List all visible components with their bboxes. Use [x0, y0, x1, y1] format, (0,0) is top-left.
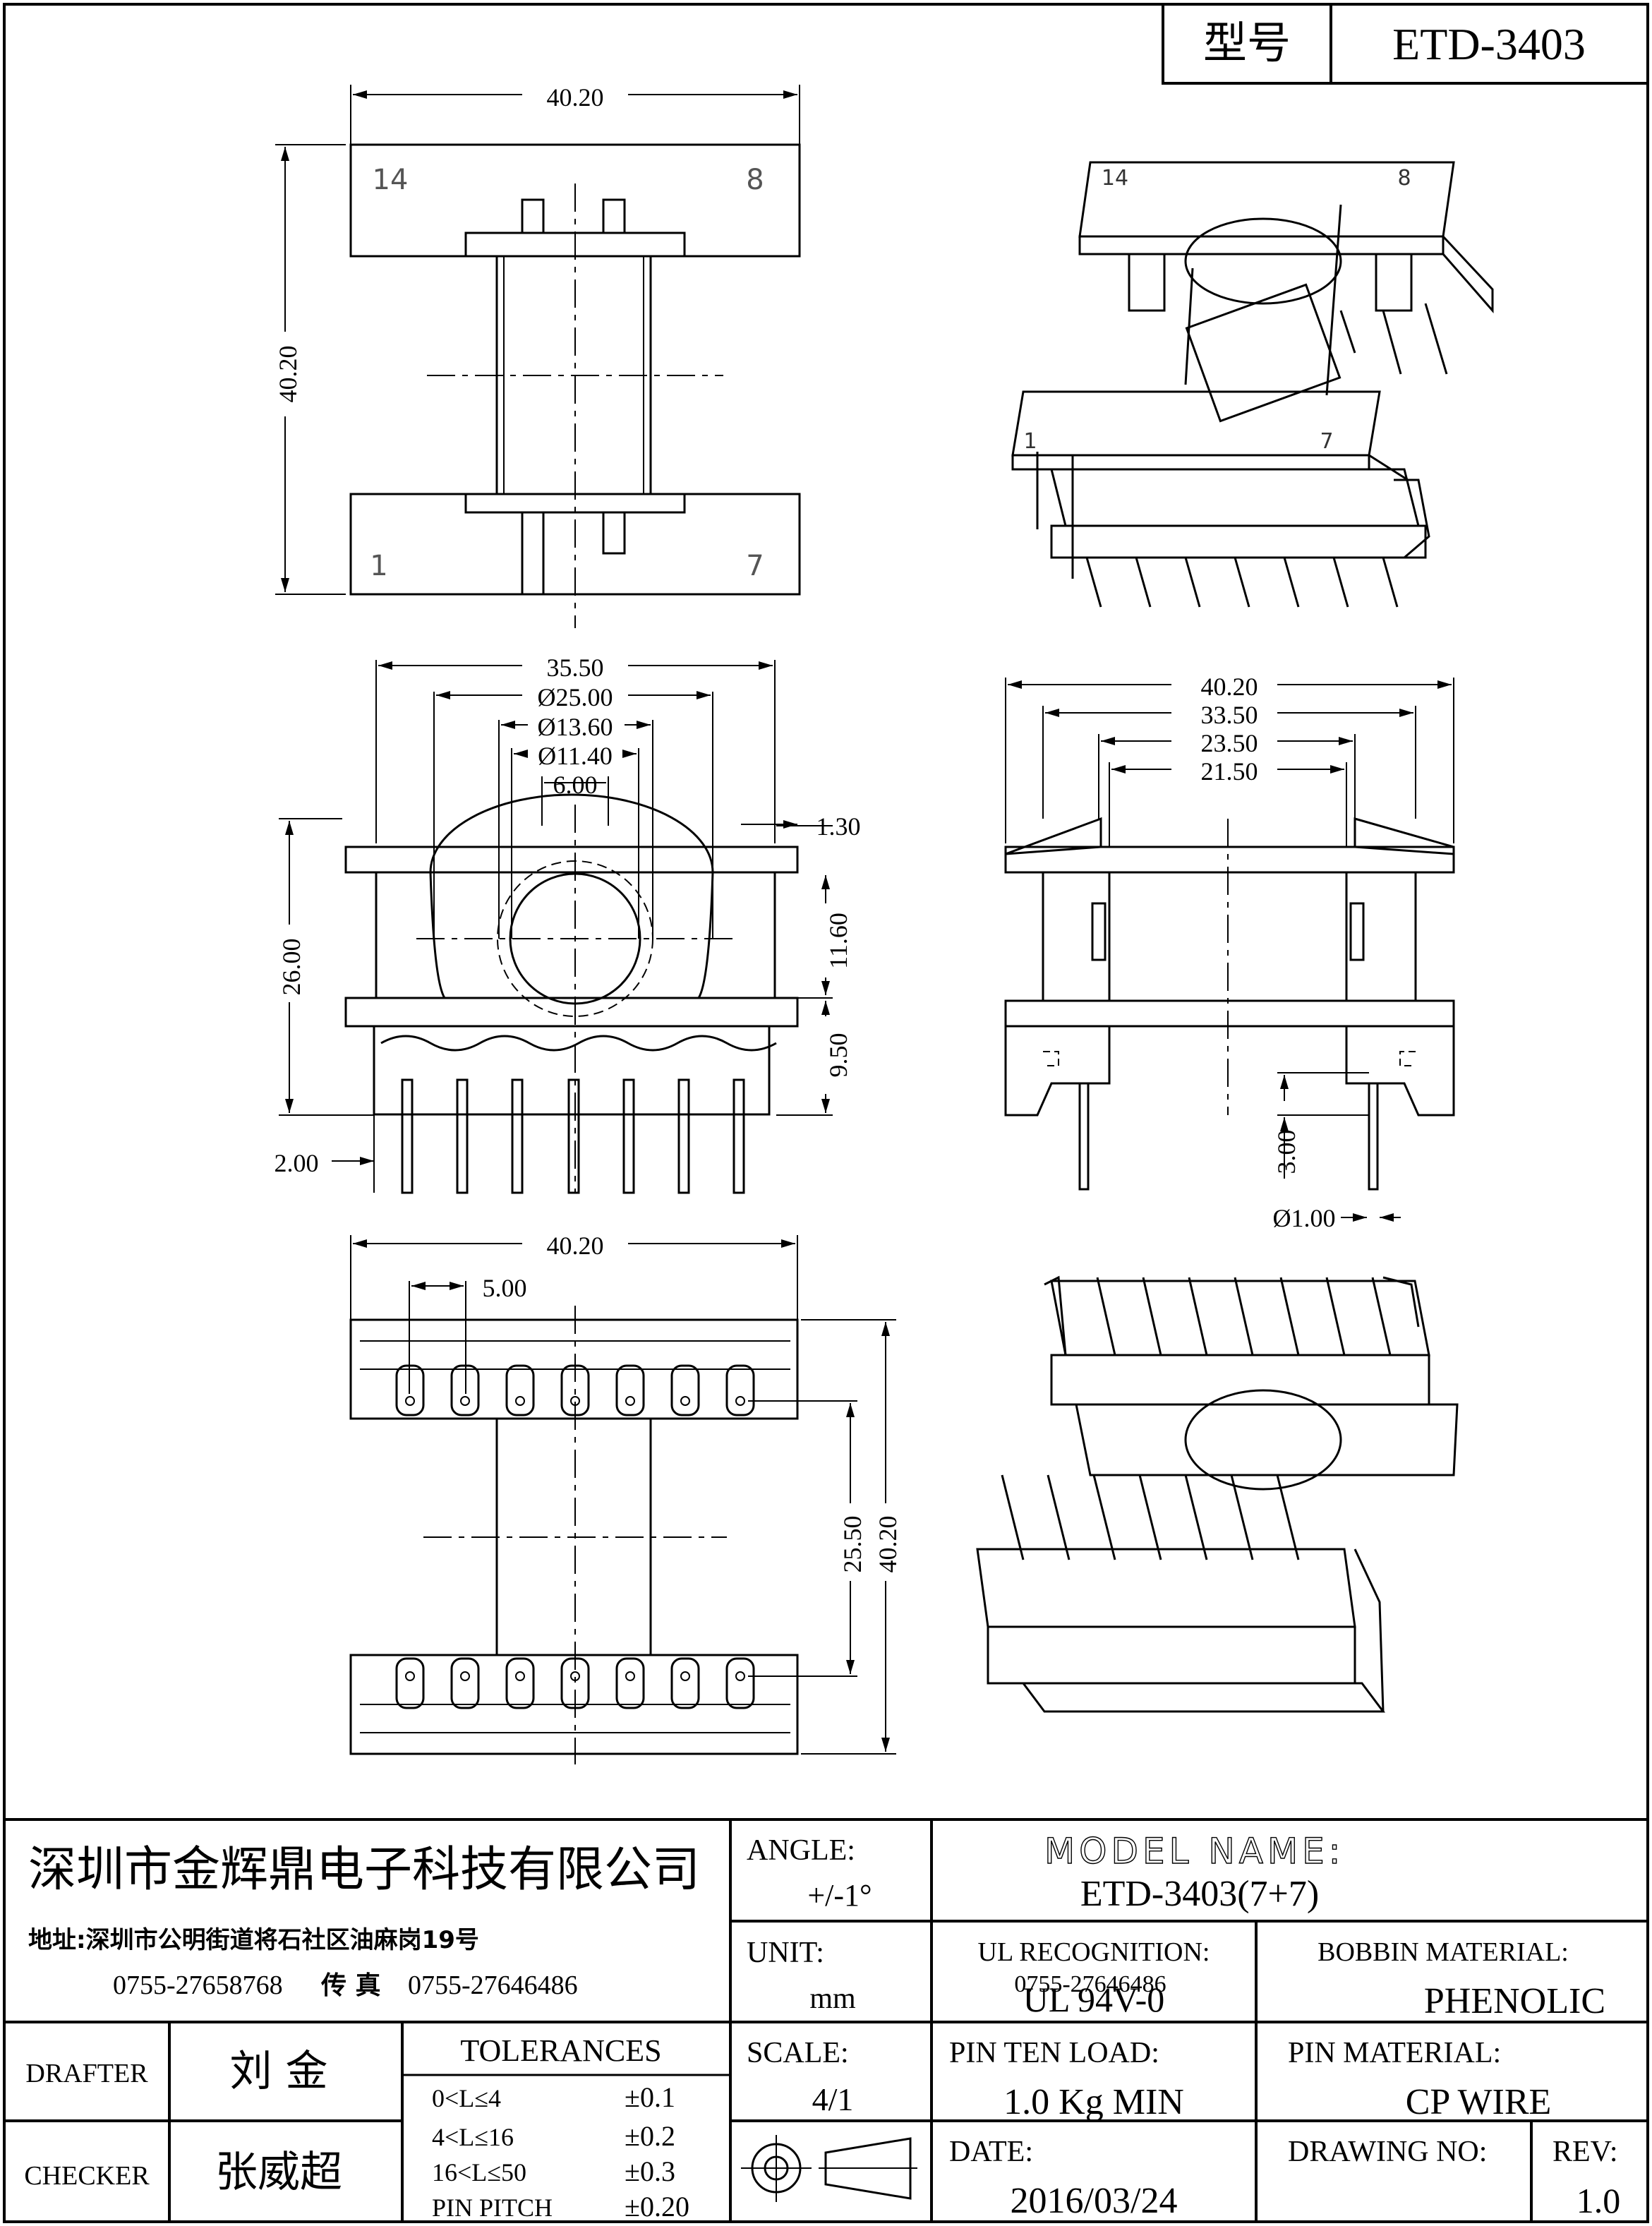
scale-label: SCALE:: [747, 2037, 849, 2069]
model-name-label: MODEL NAME:: [1044, 1831, 1345, 1872]
title-block: [4, 1818, 1648, 2222]
iso-view-bottom: [976, 1275, 1459, 1713]
ul-overprint: 0755-27646486: [1014, 1971, 1166, 1997]
iso-pin-label-14: 14: [1102, 166, 1128, 191]
iso-view-top: [1011, 161, 1494, 608]
front-dim-2: 2.00: [275, 1149, 319, 1177]
front-dim-6: 6.00: [553, 771, 598, 799]
tol-range-3: PIN PITCH: [432, 2194, 553, 2222]
top-pin-label-8: 8: [746, 164, 764, 196]
company-fax: 0755-27646486: [408, 1971, 578, 2000]
side-dim-d1: Ø1.00: [1273, 1204, 1336, 1232]
date-value: 2016/03/24: [1011, 2181, 1178, 2221]
drafter-label: DRAFTER: [25, 2059, 148, 2088]
company-fax-label: 传 真: [320, 1971, 381, 2000]
bobbin-material-label: BOBBIN MATERIAL:: [1318, 1937, 1569, 1967]
front-dim-1-30: 1.30: [816, 812, 861, 841]
front-dim-26: 26.00: [277, 939, 306, 996]
tol-value-3: ±0.20: [625, 2191, 689, 2222]
rev-label: REV:: [1552, 2136, 1618, 2168]
bottom-dim-40-20: 40.20: [547, 1232, 604, 1260]
model-name-value: ETD-3403(7+7): [1080, 1874, 1319, 1914]
top-view: [275, 85, 801, 628]
angle-value: +/-1°: [807, 1878, 872, 1913]
top-pin-label-1: 1: [370, 550, 387, 582]
tolerances-label: TOLERANCES: [460, 2033, 661, 2068]
drawing-no-label: DRAWING NO:: [1288, 2136, 1487, 2168]
rev-value: 1.0: [1576, 2181, 1621, 2220]
iso-pin-label-8: 8: [1397, 166, 1411, 191]
date-label: DATE:: [949, 2136, 1033, 2168]
sheet-border: [3, 3, 1649, 2223]
unit-label: UNIT:: [747, 1937, 824, 1969]
checker-label: CHECKER: [24, 2161, 150, 2191]
front-view: [279, 660, 833, 1194]
bottom-dim-25-50: 25.50: [838, 1516, 867, 1573]
model-header: 型号 ETD-3403: [1162, 3, 1649, 85]
tol-value-1: ±0.2: [625, 2120, 675, 2152]
bottom-view: [349, 1235, 896, 1764]
iso-pin-label-1: 1: [1023, 429, 1037, 454]
top-width-dim: 40.20: [547, 83, 604, 112]
top-pin-label-14: 14: [373, 164, 409, 196]
drafter-value: 刘 金: [229, 2047, 327, 2096]
front-dim-35-50: 35.50: [547, 654, 604, 682]
front-dim-d25: Ø25.00: [538, 683, 613, 711]
company-phone: 0755-27658768: [113, 1971, 283, 2000]
tol-value-0: ±0.1: [625, 2081, 675, 2113]
pin-material-value: CP WIRE: [1406, 2082, 1552, 2122]
front-dim-d13-6: Ø13.60: [538, 713, 613, 741]
ul-recognition-label: UL RECOGNITION:: [978, 1937, 1210, 1967]
company-address: 地址:深圳市公明街道将石社区油麻岗19号: [28, 1926, 479, 1954]
checker-value: 张威超: [215, 2148, 342, 2197]
model-value: ETD-3403: [1392, 19, 1586, 69]
bottom-dim-40-20-v: 40.20: [874, 1516, 902, 1573]
ul-value: UL 94V-0: [1023, 1980, 1164, 2019]
bottom-dim-5: 5.00: [483, 1274, 527, 1302]
angle-label: ANGLE:: [747, 1834, 855, 1867]
front-dim-d11-4: Ø11.40: [538, 742, 613, 770]
pin-ten-load-value: 1.0 Kg MIN: [1003, 2082, 1184, 2122]
side-dim-3: 3.00: [1272, 1130, 1301, 1174]
tol-range-1: 4<L≤16: [432, 2123, 514, 2151]
pin-material-label: PIN MATERIAL:: [1288, 2037, 1501, 2069]
top-height-dim: 40.20: [274, 346, 302, 403]
iso-pin-label-7: 7: [1320, 429, 1333, 454]
side-dim-33-50: 33.50: [1201, 701, 1258, 729]
tol-value-2: ±0.3: [625, 2155, 675, 2187]
side-dim-23-50: 23.50: [1201, 729, 1258, 757]
side-dim-40-20: 40.20: [1201, 673, 1258, 701]
tol-range-2: 16<L≤50: [432, 2158, 526, 2186]
front-dim-11-60: 11.60: [824, 913, 852, 969]
scale-value: 4/1: [812, 2081, 854, 2117]
tol-range-0: 0<L≤4: [432, 2084, 501, 2112]
company-name: 深圳市金辉鼎电子科技有限公司: [28, 1842, 700, 1898]
side-view: [1004, 678, 1455, 1222]
unit-value: mm: [809, 1983, 856, 2015]
model-label: 型号: [1203, 17, 1291, 68]
front-dim-9-50: 9.50: [824, 1033, 852, 1078]
pin-ten-load-label: PIN TEN LOAD:: [949, 2037, 1159, 2069]
top-pin-label-7: 7: [746, 550, 764, 582]
side-dim-21-50: 21.50: [1201, 757, 1258, 786]
bobbin-material-value: PHENOLIC: [1424, 1981, 1605, 2021]
